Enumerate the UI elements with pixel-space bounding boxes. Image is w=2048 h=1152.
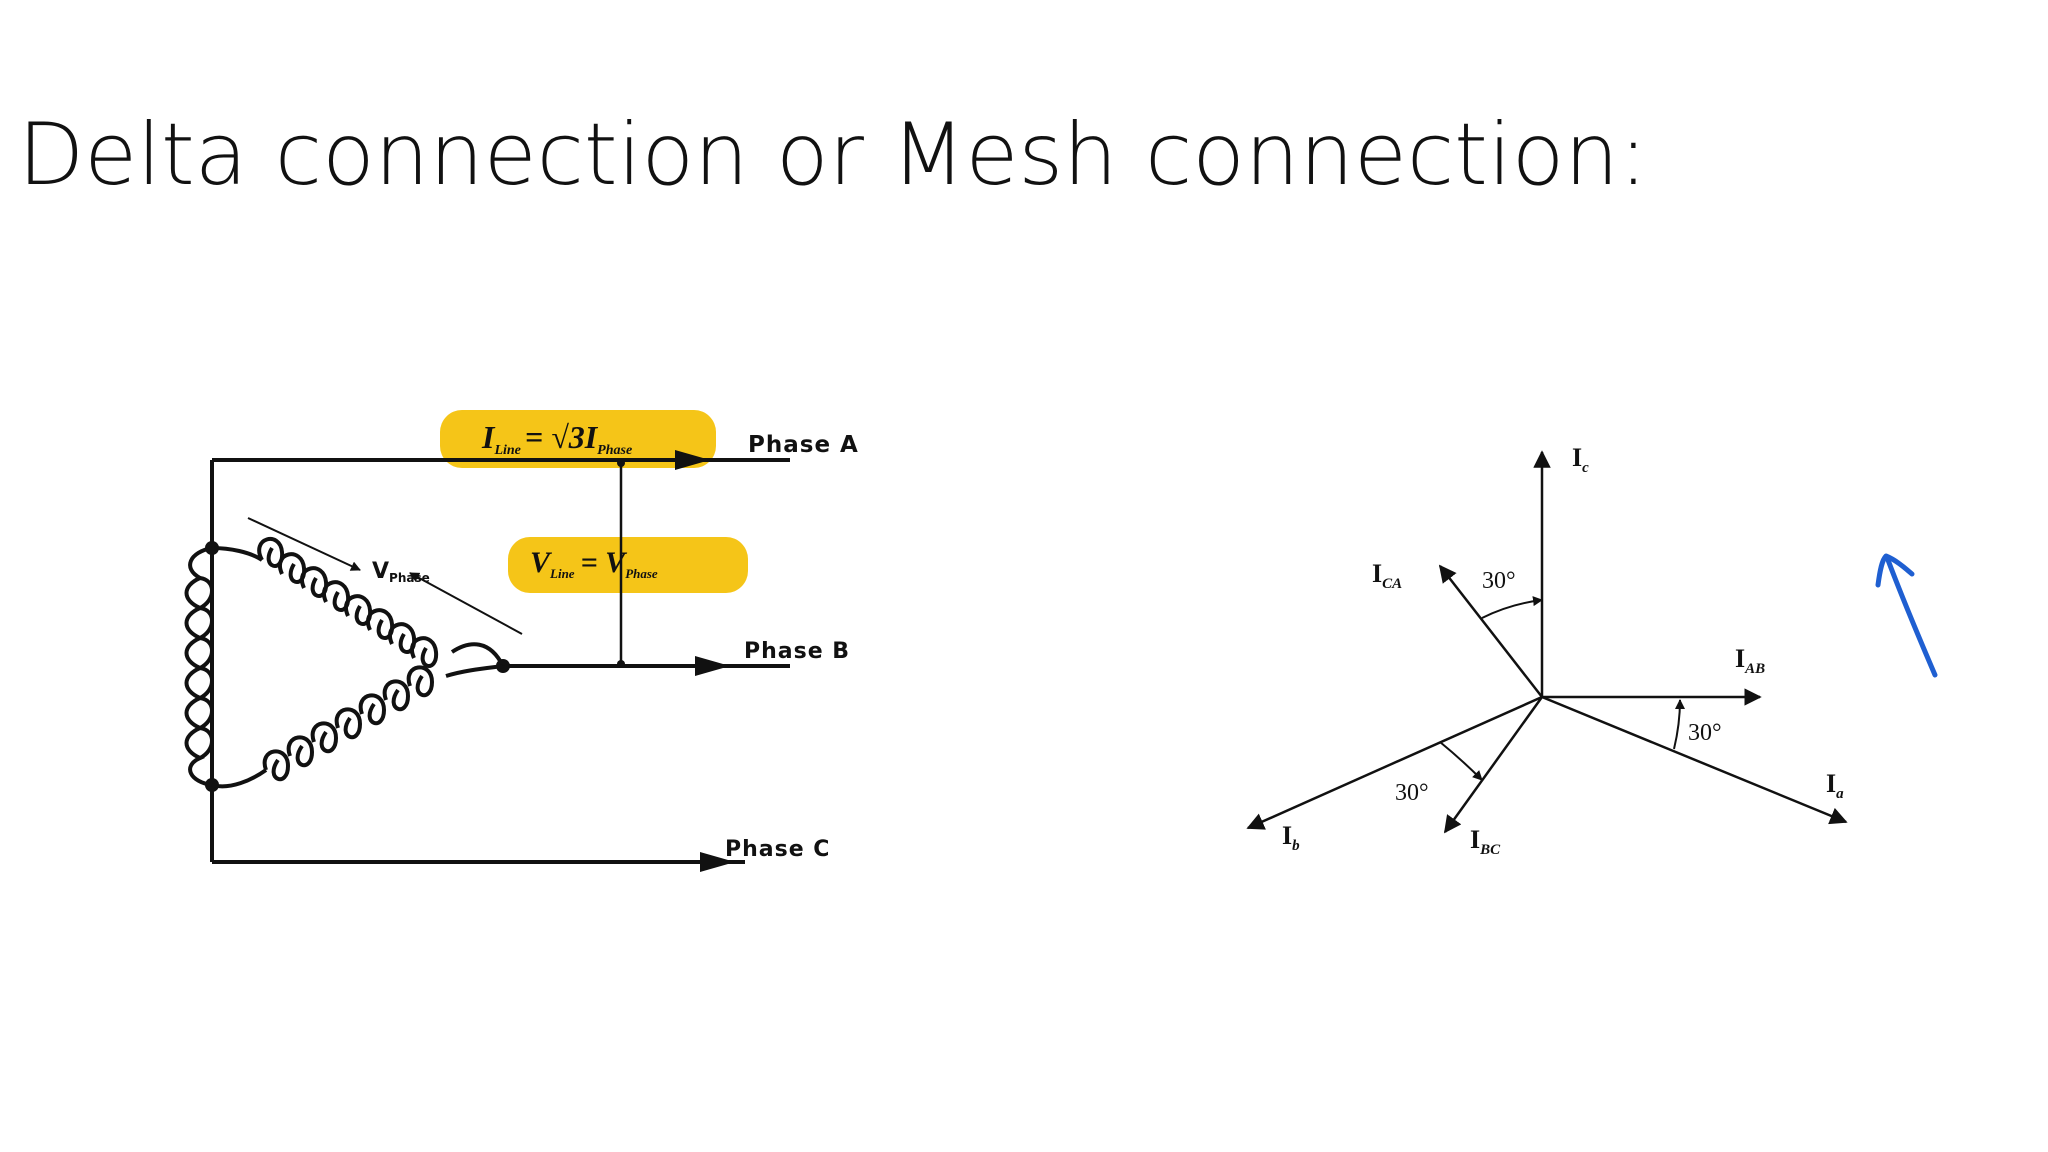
angle-arc-right [1673, 699, 1685, 750]
phase-a-arrow-icon [675, 450, 710, 470]
angle-label-bottom: 30° [1395, 780, 1429, 806]
angle-label-top: 30° [1482, 568, 1516, 594]
vphase-arrow-lower [409, 572, 523, 635]
delta-circuit: VPhase Phase A Phase B Phase C ILine= √3… [184, 410, 859, 872]
phasor-ib [1246, 695, 1543, 830]
coil-left [184, 546, 214, 787]
angle-arc-bottom [1439, 741, 1483, 781]
phase-c-label: Phase C [725, 837, 830, 862]
current-equation: ILine= √3IPhase [481, 419, 632, 458]
phase-a-label: Phase A [748, 432, 859, 458]
label-ib: Ib [1282, 821, 1300, 854]
voltage-equation: VLine= VPhase [530, 546, 658, 581]
label-ia: Ia [1826, 769, 1844, 802]
label-ica: ICA [1372, 559, 1402, 592]
angle-arc-top [1481, 596, 1543, 619]
label-iab: IAB [1735, 644, 1765, 677]
hand-drawn-arrow-icon [1875, 553, 1938, 678]
phase-b-label: Phase B [744, 639, 850, 664]
coil-lower [211, 664, 504, 789]
phasor-ica [1438, 564, 1543, 698]
coil-upper [211, 537, 505, 668]
phase-b-arrow-icon [695, 656, 730, 676]
current-equation-highlight [440, 410, 716, 468]
label-ic: Ic [1572, 443, 1589, 476]
label-ibc: IBC [1470, 825, 1501, 858]
slide-title: Delta connection or Mesh connection: [18, 105, 1648, 205]
phasor-ia [1541, 695, 1848, 825]
phase-c-arrow-icon [700, 852, 735, 872]
voltage-equation-highlight [508, 537, 748, 593]
vphase-arrow-upper [247, 517, 361, 571]
angle-label-right: 30° [1688, 720, 1722, 746]
vphase-label: VPhase [372, 559, 430, 585]
phasor-ibc [1443, 696, 1544, 834]
phasor-diagram: 30° 30° 30° Ic ICA IAB Ia Ib IBC [1246, 443, 1848, 858]
